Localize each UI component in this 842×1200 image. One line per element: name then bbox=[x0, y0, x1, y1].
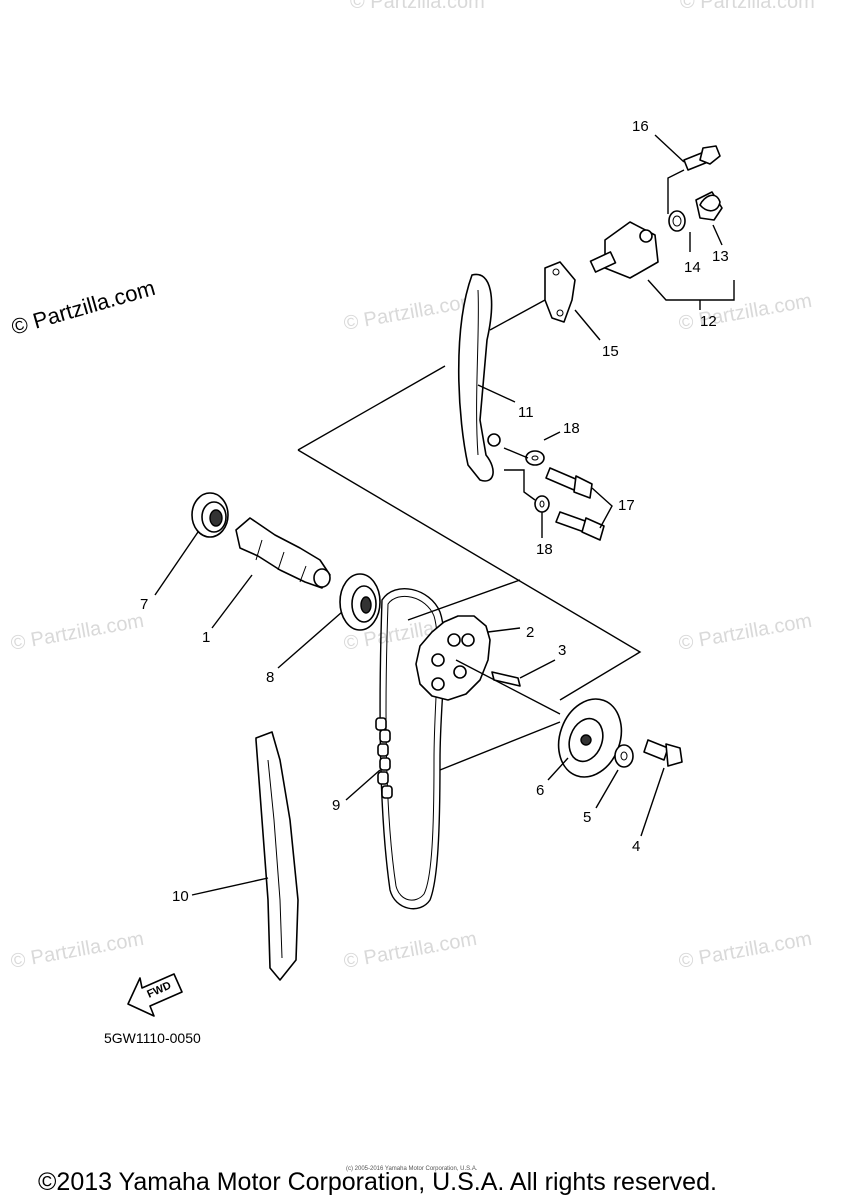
callout-18-upper: 18 bbox=[563, 420, 580, 437]
callout-5: 5 bbox=[583, 809, 591, 826]
leader-lines bbox=[154, 134, 735, 896]
watermark: © Partzilla.com bbox=[350, 0, 485, 13]
callout-3: 3 bbox=[558, 642, 566, 659]
diagram-code: 5GW1110-0050 bbox=[104, 1030, 201, 1046]
assembly-plane-outline bbox=[297, 365, 642, 701]
callout-18-lower: 18 bbox=[536, 541, 553, 558]
cam-sprocket bbox=[415, 615, 491, 701]
small-notice: (c) 2005-2016 Yamaha Motor Corporation, … bbox=[346, 1166, 478, 1172]
chain-guide-upper bbox=[457, 273, 501, 482]
callout-8: 8 bbox=[266, 669, 274, 686]
watermarks: © Partzilla.com © Partzilla.com © Partzi… bbox=[9, 0, 815, 973]
callout-10: 10 bbox=[172, 888, 189, 905]
bolt-16 bbox=[683, 145, 721, 171]
cap-bolt bbox=[695, 191, 723, 221]
copyright-text: ©2013 Yamaha Motor Corporation, U.S.A. A… bbox=[38, 1168, 717, 1196]
watermark: © Partzilla.com bbox=[677, 290, 814, 335]
callout-13: 13 bbox=[712, 248, 729, 265]
bearing-7 bbox=[191, 492, 229, 538]
callout-14: 14 bbox=[684, 259, 701, 276]
bearing-8 bbox=[339, 573, 381, 631]
callout-16: 16 bbox=[632, 118, 649, 135]
brand-watermark: © Partzilla.com bbox=[8, 275, 157, 340]
callout-12: 12 bbox=[700, 313, 717, 330]
pin-3 bbox=[491, 671, 521, 687]
watermark: © Partzilla.com bbox=[342, 928, 479, 973]
callout-2: 2 bbox=[526, 624, 534, 641]
callout-9: 9 bbox=[332, 797, 340, 814]
callout-7: 7 bbox=[140, 596, 148, 613]
camshaft bbox=[235, 517, 331, 589]
cam-chain bbox=[375, 587, 446, 910]
watermark: © Partzilla.com bbox=[677, 928, 814, 973]
tensioner-assembly bbox=[589, 221, 659, 279]
watermark: © Partzilla.com bbox=[342, 290, 479, 335]
o-ring bbox=[668, 210, 686, 232]
watermark: © Partzilla.com bbox=[9, 610, 146, 655]
watermark: © Partzilla.com bbox=[680, 0, 815, 13]
callout-17: 17 bbox=[618, 497, 635, 514]
plate-6 bbox=[557, 698, 623, 778]
washer-18-upper bbox=[525, 450, 545, 466]
chain-links bbox=[375, 717, 393, 799]
callout-11: 11 bbox=[518, 404, 534, 421]
gasket bbox=[544, 261, 576, 323]
bolt-4 bbox=[643, 739, 683, 767]
callout-6: 6 bbox=[536, 782, 544, 799]
watermark: © Partzilla.com bbox=[677, 610, 814, 655]
callout-15: 15 bbox=[602, 343, 619, 360]
chain-guide-lower bbox=[255, 731, 299, 981]
watermark: © Partzilla.com bbox=[9, 928, 146, 973]
washer-18-lower bbox=[534, 495, 550, 513]
callout-4: 4 bbox=[632, 838, 640, 855]
callouts: 16 13 14 12 15 11 18 17 18 7 1 8 2 3 6 5… bbox=[140, 118, 729, 905]
bolt-17-upper bbox=[545, 467, 593, 499]
washer-5 bbox=[614, 744, 634, 768]
forward-arrow-icon: FWD bbox=[127, 973, 183, 1017]
callout-1: 1 bbox=[202, 629, 210, 646]
bolt-17-lower bbox=[555, 511, 605, 541]
